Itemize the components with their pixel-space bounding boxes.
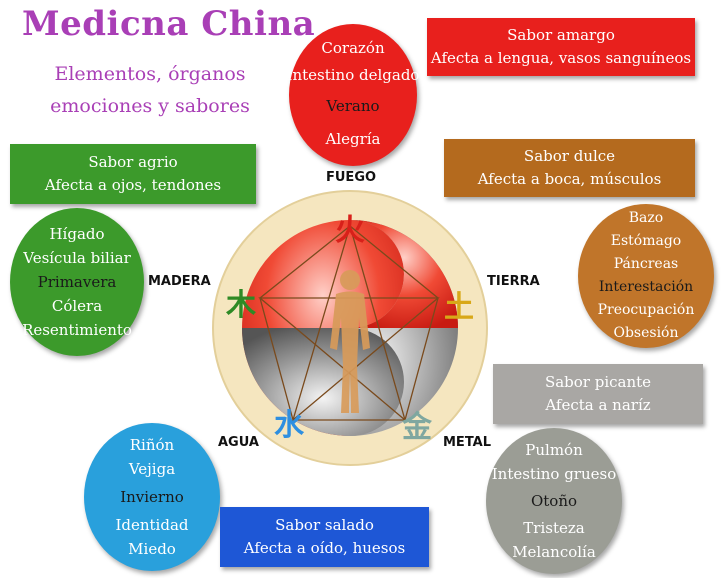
metal-flavor: Sabor picante bbox=[544, 373, 652, 391]
metal-line-4: Tristeza bbox=[523, 519, 585, 537]
agua-organs-circle: Riñón Vejiga Invierno Identidad Miedo bbox=[84, 423, 220, 571]
madera-glyph-icon: 木 bbox=[226, 288, 256, 323]
tierra-line-6: Obsesión bbox=[613, 325, 679, 341]
metal-line-3: Otoño bbox=[530, 492, 578, 510]
agua-line-1: Riñón bbox=[129, 436, 175, 454]
madera-line-3: Primavera bbox=[37, 273, 117, 291]
agua-flavor-effect: Afecta a oído, huesos bbox=[243, 539, 406, 557]
tierra-flavor-box: Sabor dulce Afecta a boca, músculos bbox=[444, 139, 695, 197]
metal-line-1: Pulmón bbox=[525, 441, 583, 459]
page-subtitle: Elementos, órganos emociones y sabores bbox=[40, 58, 260, 122]
agua-line-2: Vejiga bbox=[128, 460, 176, 478]
fuego-line-3: Verano bbox=[326, 97, 380, 115]
fuego-flavor: Sabor amargo bbox=[507, 26, 615, 44]
agua-flavor-box: Sabor salado Afecta a oído, huesos bbox=[220, 507, 429, 567]
five-elements-diagram bbox=[212, 190, 488, 466]
tierra-flavor-effect: Afecta a boca, músculos bbox=[477, 170, 662, 188]
metal-line-5: Melancolía bbox=[512, 543, 596, 561]
metal-flavor-box: Sabor picante Afecta a naríz bbox=[493, 364, 703, 424]
agua-line-3: Invierno bbox=[120, 488, 184, 506]
madera-organs-circle: Hígado Vesícula biliar Primavera Cólera … bbox=[10, 208, 144, 356]
agua-line-5: Miedo bbox=[128, 540, 176, 558]
subtitle-line-1: Elementos, órganos bbox=[54, 63, 246, 85]
madera-flavor-effect: Afecta a ojos, tendones bbox=[44, 176, 222, 194]
tierra-organs-circle: Bazo Estómago Páncreas Interestación Pre… bbox=[578, 204, 714, 348]
agua-flavor: Sabor salado bbox=[275, 516, 374, 534]
madera-flavor: Sabor agrio bbox=[88, 153, 178, 171]
fuego-line-2: Intestino delgado bbox=[286, 66, 420, 84]
tierra-label: TIERRA bbox=[487, 274, 540, 289]
metal-glyph-icon: 金 bbox=[402, 410, 432, 445]
human-figure-icon bbox=[330, 270, 370, 413]
madera-line-2: Vesícula biliar bbox=[23, 249, 131, 267]
fuego-label: FUEGO bbox=[326, 170, 377, 185]
subtitle-line-2: emociones y sabores bbox=[50, 95, 250, 117]
madera-label: MADERA bbox=[148, 274, 211, 289]
metal-label: METAL bbox=[443, 435, 492, 450]
agua-line-4: Identidad bbox=[115, 516, 189, 534]
madera-line-1: Hígado bbox=[49, 225, 105, 243]
metal-organs-circle: Pulmón Intestino grueso Otoño Tristeza M… bbox=[486, 428, 622, 574]
madera-line-5: Resentimiento bbox=[22, 321, 132, 339]
fuego-line-1: Corazón bbox=[321, 39, 385, 57]
page-title: Medicna China bbox=[22, 4, 316, 44]
tierra-line-1: Bazo bbox=[628, 210, 664, 226]
madera-line-4: Cólera bbox=[51, 297, 103, 315]
agua-glyph-icon: 水 bbox=[274, 408, 304, 443]
agua-label: AGUA bbox=[218, 435, 259, 450]
tierra-line-2: Estómago bbox=[610, 233, 682, 249]
fuego-glyph-icon: 火 bbox=[335, 213, 365, 248]
madera-flavor-box: Sabor agrio Afecta a ojos, tendones bbox=[10, 144, 256, 204]
fuego-flavor-box: Sabor amargo Afecta a lengua, vasos sang… bbox=[427, 18, 695, 76]
tierra-flavor: Sabor dulce bbox=[523, 147, 616, 165]
fuego-line-4: Alegría bbox=[325, 130, 381, 148]
tierra-line-4: Interestación bbox=[598, 279, 694, 295]
metal-line-2: Intestino grueso bbox=[491, 465, 617, 483]
tierra-glyph-icon: 土 bbox=[444, 290, 474, 325]
metal-flavor-effect: Afecta a naríz bbox=[545, 396, 651, 414]
tierra-line-3: Páncreas bbox=[613, 256, 679, 272]
fuego-flavor-effect: Afecta a lengua, vasos sanguíneos bbox=[430, 49, 692, 67]
tierra-line-5: Preocupación bbox=[597, 302, 695, 318]
fuego-organs-circle: Corazón Intestino delgado Verano Alegría bbox=[286, 24, 420, 166]
